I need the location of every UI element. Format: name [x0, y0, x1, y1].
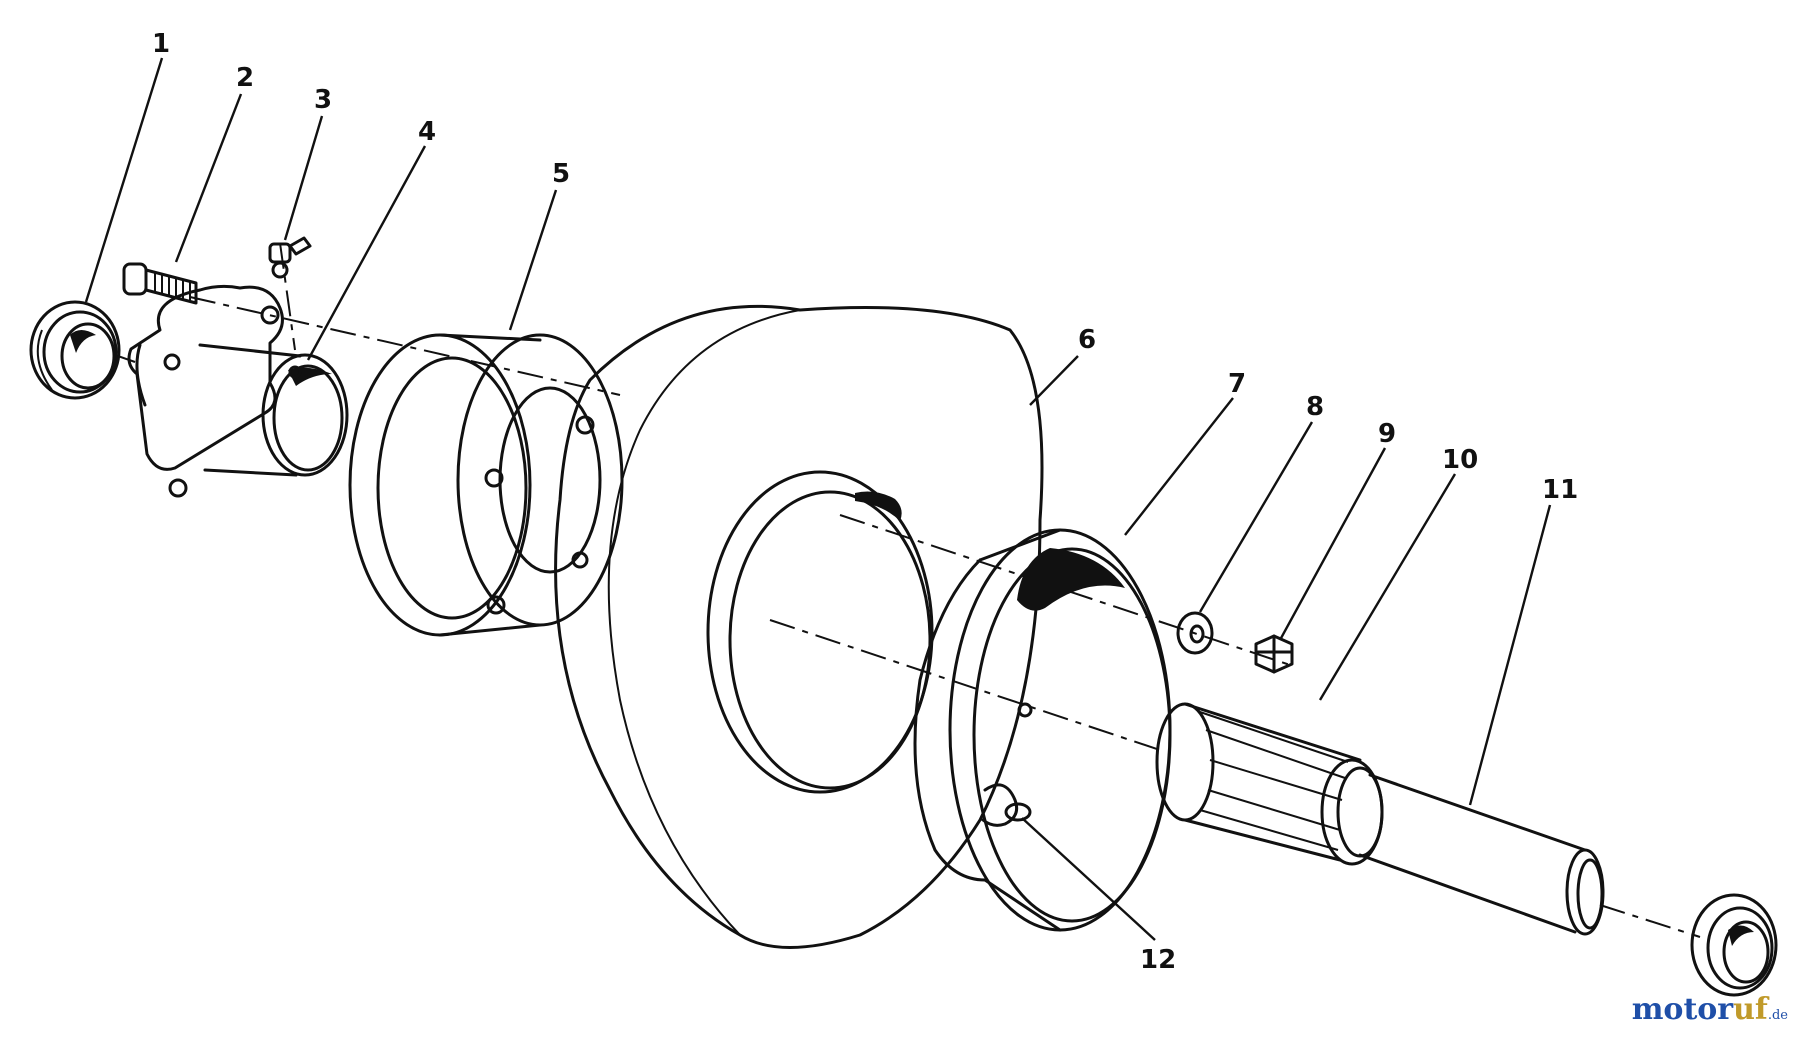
part-6-tire — [554, 304, 1044, 949]
part-12-valve-stem — [981, 783, 1032, 827]
part-8-washer — [1176, 611, 1214, 655]
part-10-roller-sleeve — [1155, 702, 1384, 866]
leader-lines — [84, 57, 1552, 941]
callout-labels: 1 2 3 4 5 6 7 8 9 10 11 12 — [152, 29, 1578, 975]
part-11-spacer-tube — [1358, 773, 1605, 936]
callout-2: 2 — [236, 63, 254, 93]
part-1-bearing — [29, 300, 121, 400]
callout-10: 10 — [1442, 445, 1478, 475]
assembly-axis-lines — [114, 242, 1701, 938]
callout-1: 1 — [152, 29, 170, 59]
part-bearing-right — [1690, 893, 1778, 997]
callout-3: 3 — [314, 85, 332, 115]
callout-6: 6 — [1078, 325, 1096, 355]
callout-7: 7 — [1228, 369, 1246, 399]
callout-8: 8 — [1306, 392, 1324, 422]
part-9-nut — [1254, 634, 1294, 674]
part-5-rim-half — [348, 333, 624, 637]
part-4-hub — [127, 284, 349, 498]
callout-4: 4 — [418, 117, 436, 147]
callout-5: 5 — [552, 159, 570, 189]
callout-11: 11 — [1542, 475, 1578, 505]
watermark-logo: motoruf.de — [1632, 992, 1788, 1027]
watermark-suffix: .de — [1767, 1008, 1788, 1023]
part-7-rim-half — [913, 528, 1172, 932]
part-2-bolt — [122, 262, 198, 305]
watermark-part2: uf — [1733, 992, 1768, 1027]
watermark-part1: motor — [1631, 992, 1734, 1027]
callout-9: 9 — [1378, 419, 1396, 449]
part-3-grease-fitting — [268, 236, 312, 279]
callout-12: 12 — [1140, 945, 1176, 975]
